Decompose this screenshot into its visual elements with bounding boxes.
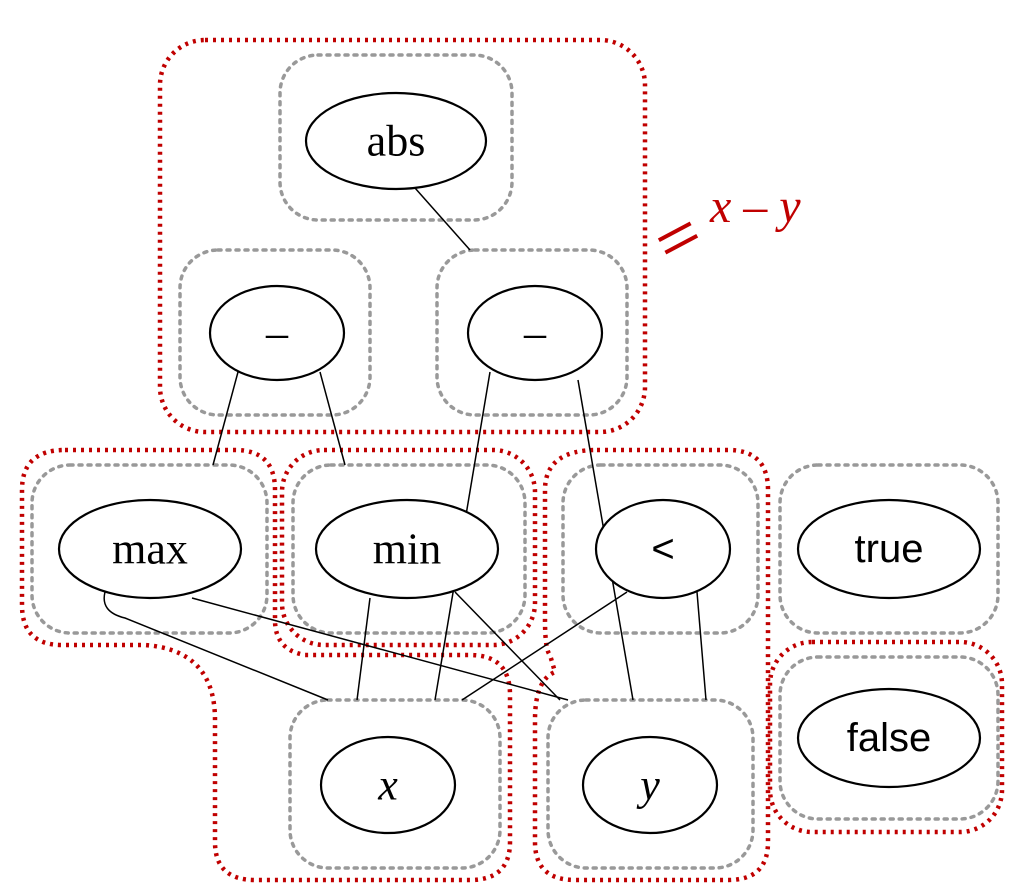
enode-box-false <box>778 655 1000 821</box>
node-x: x <box>319 735 457 835</box>
node-minus-left-label: – <box>265 309 289 358</box>
node-min: min <box>314 498 500 600</box>
node-false: false <box>796 687 982 789</box>
node-abs-label: abs <box>367 117 426 166</box>
node-x-label: x <box>377 761 398 810</box>
enode-box-abs <box>278 53 514 222</box>
node-max: max <box>57 498 243 600</box>
edges <box>103 187 707 701</box>
edge-minus-left-max <box>212 371 239 466</box>
node-lt-label: < <box>651 527 674 571</box>
eclass-abs-minus <box>157 37 648 435</box>
node-minus-right-label: – <box>523 309 547 358</box>
edge-lt-y <box>696 591 707 701</box>
node-true: true <box>796 498 982 600</box>
edge-max-x <box>103 591 329 701</box>
node-false-label: false <box>847 716 932 760</box>
node-max-label: max <box>112 525 188 574</box>
eclass-min <box>279 447 538 648</box>
enode-box-max <box>30 463 269 635</box>
node-y-label: y <box>636 761 660 810</box>
edge-min-x <box>356 597 371 701</box>
node-minus-right: – <box>466 284 604 382</box>
equals-annotation: x – y <box>657 180 801 255</box>
node-minus-left: – <box>208 284 346 382</box>
edge-abs-minus-right <box>414 187 471 251</box>
enode-box-minus-right <box>435 248 629 417</box>
eclass-boundaries <box>19 37 1005 883</box>
enode-box-x <box>288 698 502 870</box>
node-y: y <box>581 735 719 835</box>
node-lt: < <box>594 498 732 600</box>
edge-minus-left-min <box>319 371 346 466</box>
node-min-label: min <box>373 525 441 574</box>
edge-min-y <box>454 591 561 701</box>
enode-box-minus-left <box>178 248 372 417</box>
enode-box-min <box>291 463 527 635</box>
edge-max-y <box>191 597 569 701</box>
enode-box-lt <box>561 463 760 635</box>
eclass-false <box>767 639 1005 835</box>
annotation-expression: x – y <box>709 180 801 233</box>
enode-boundaries <box>30 53 1000 870</box>
node-abs: abs <box>304 91 488 191</box>
equals-sign <box>657 221 699 255</box>
enode-box-true <box>778 463 1000 635</box>
edge-lt-x <box>461 591 628 701</box>
node-true-label: true <box>855 527 924 571</box>
enode-box-y <box>546 698 755 870</box>
